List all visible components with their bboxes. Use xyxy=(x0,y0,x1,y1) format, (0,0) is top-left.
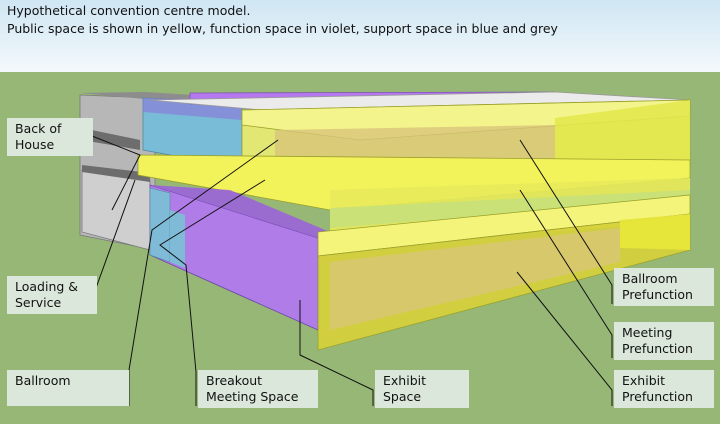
meeting-green-strip xyxy=(330,190,690,228)
exhibit-interior xyxy=(330,228,620,330)
support-grey-band-upper xyxy=(82,128,140,150)
caption-title: Hypothetical convention centre model. xyxy=(7,3,251,18)
support-blue-column xyxy=(170,210,185,268)
leader-lines xyxy=(91,135,613,406)
label-loading-service: Loading & Service xyxy=(7,276,97,314)
caption-legend: Public space is shown in yellow, functio… xyxy=(7,21,558,36)
support-grey-band xyxy=(82,165,150,182)
leader-ballroom xyxy=(128,139,279,406)
label-breakout-meeting-space: Breakout Meeting Space xyxy=(198,370,318,408)
label-meeting-prefunction: Meeting Prefunction xyxy=(614,322,714,360)
leader-exhibit-prefunction xyxy=(516,271,613,406)
upper-yellow-right xyxy=(555,100,690,168)
label-ballroom-prefunction: Ballroom Prefunction xyxy=(614,268,714,306)
label-ballroom: Ballroom xyxy=(7,370,129,406)
leader-exhibit-space xyxy=(299,300,374,406)
label-exhibit-prefunction: Exhibit Prefunction xyxy=(614,370,714,408)
sky xyxy=(0,0,720,72)
exhibit-right xyxy=(620,214,690,250)
leader-meeting-prefunction xyxy=(519,189,613,358)
leader-back-of-house xyxy=(91,135,141,211)
leader-breakout xyxy=(159,179,266,406)
function-violet-top xyxy=(150,185,330,238)
label-exhibit-space: Exhibit Space xyxy=(375,370,469,408)
label-back-of-house: Back of House xyxy=(7,118,93,156)
leader-ballroom-prefunction xyxy=(519,139,613,304)
